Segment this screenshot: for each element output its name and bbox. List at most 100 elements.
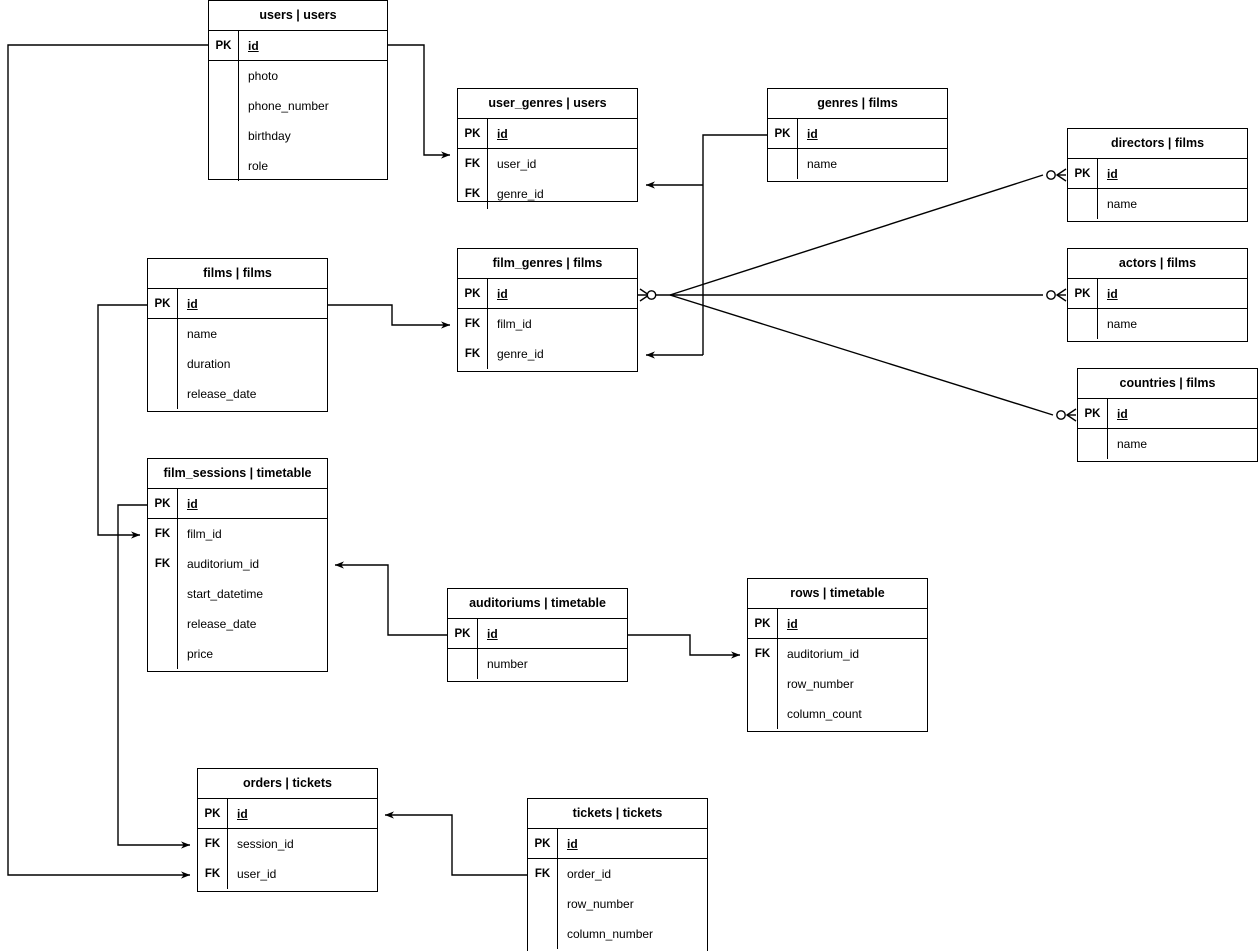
key-badge-pk: PK: [748, 609, 778, 638]
entity-attribute-row[interactable]: name: [768, 149, 947, 179]
crowsfoot-actors: [1046, 288, 1067, 302]
line-tickets-to-orders: [384, 811, 527, 876]
entity-attribute-row[interactable]: release_date: [148, 379, 327, 409]
entity-attribute-row[interactable]: row_number: [748, 669, 927, 699]
entity-attribute-row[interactable]: name: [1078, 429, 1257, 459]
entity-attribute-row[interactable]: role: [209, 151, 387, 181]
key-badge-none: [148, 379, 178, 409]
key-badge-pk: PK: [1078, 399, 1108, 428]
key-badge-fk: FK: [458, 309, 488, 339]
entity-attribute-row[interactable]: release_date: [148, 609, 327, 639]
field-name: name: [187, 327, 218, 341]
key-badge-none: [528, 919, 558, 949]
line-films-to-film-sessions: [97, 304, 147, 539]
key-badge-none: [768, 149, 798, 179]
field-name: id: [1107, 166, 1118, 181]
key-badge-pk: PK: [198, 799, 228, 828]
entity-attribute-row[interactable]: start_datetime: [148, 579, 327, 609]
field-name: name: [1107, 197, 1138, 211]
key-badge-fk: FK: [458, 179, 488, 209]
entity-attribute-row[interactable]: row_number: [528, 889, 707, 919]
field-name: release_date: [187, 617, 257, 631]
entity-pk-row-orders[interactable]: PK id: [198, 799, 377, 829]
entity-attribute-row[interactable]: photo: [209, 61, 387, 91]
field-name: id: [248, 38, 259, 53]
key-badge-fk: FK: [198, 859, 228, 889]
field-name: row_number: [567, 897, 634, 911]
key-badge-none: [148, 609, 178, 639]
entity-attribute-row[interactable]: duration: [148, 349, 327, 379]
key-badge-none: [448, 649, 478, 679]
key-badge-pk: PK: [1068, 279, 1098, 308]
entity-attribute-row[interactable]: phone_number: [209, 91, 387, 121]
field-name: name: [1107, 317, 1138, 331]
entity-attribute-row[interactable]: column_count: [748, 699, 927, 729]
entity-title-users: users | users: [209, 1, 387, 31]
key-badge-none: [148, 319, 178, 349]
entity-attribute-row[interactable]: price: [148, 639, 327, 669]
key-badge-pk: PK: [448, 619, 478, 648]
entity-title-actors: actors | films: [1068, 249, 1247, 279]
line-genres-trunk: [702, 134, 767, 355]
field-name: id: [237, 806, 248, 821]
entity-attribute-row[interactable]: number: [448, 649, 627, 679]
key-badge-none: [1068, 309, 1098, 339]
entity-attribute-row[interactable]: name: [1068, 309, 1247, 339]
entity-title-rows: rows | timetable: [748, 579, 927, 609]
field-name: name: [807, 157, 838, 171]
entity-title-countries: countries | films: [1078, 369, 1257, 399]
field-name: price: [187, 647, 214, 661]
entity-attribute-row[interactable]: birthday: [209, 121, 387, 151]
entity-attributes-countries: name: [1078, 429, 1257, 459]
entity-attribute-row[interactable]: name: [1068, 189, 1247, 219]
field-name: number: [487, 657, 528, 671]
field-name: order_id: [567, 867, 612, 881]
entity-attribute-row[interactable]: name: [148, 319, 327, 349]
key-badge-none: [148, 579, 178, 609]
key-badge-none: [209, 61, 239, 91]
entity-title-orders: orders | tickets: [198, 769, 377, 799]
entity-attribute-row[interactable]: column_number: [528, 919, 707, 949]
entity-attributes-actors: name: [1068, 309, 1247, 339]
